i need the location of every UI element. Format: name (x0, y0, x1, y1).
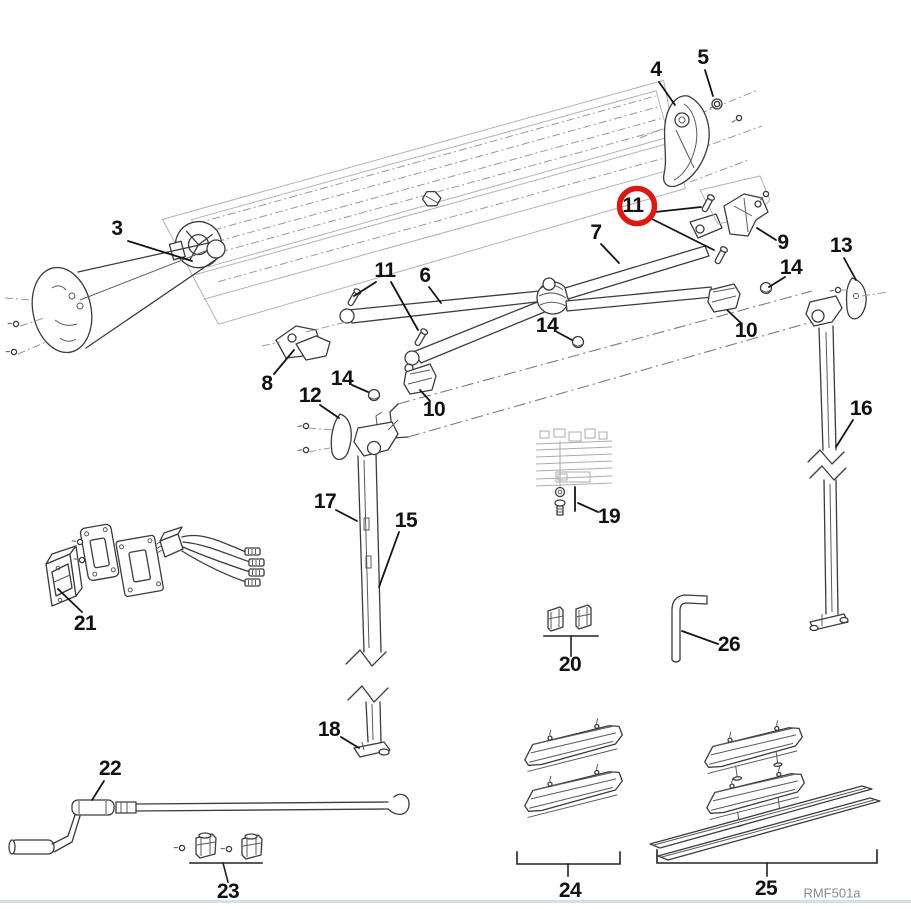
crank-handle-drawing (8, 793, 410, 855)
end-cap-drawing (639, 89, 763, 188)
support-arms-drawing (261, 175, 889, 461)
switch-assembly-drawing (45, 523, 265, 607)
roller-tube-assembly-drawing (4, 79, 686, 356)
rail-channels-24-drawing (516, 714, 627, 877)
clips-23-drawing (172, 832, 263, 883)
left-leg-drawing (345, 419, 399, 758)
right-leg-drawing (805, 295, 849, 632)
highlight-circle (616, 185, 658, 227)
leader-lines (57, 69, 857, 801)
clips-20-drawing (543, 604, 599, 657)
figure-code: RMF501a (803, 885, 861, 901)
hex-wrench-drawing (671, 594, 708, 663)
rail-channels-25-drawing (649, 717, 881, 877)
rail-section-drawing (535, 428, 613, 516)
part-11-highlight-ring (616, 185, 658, 227)
frame-bottom-border (0, 900, 911, 903)
